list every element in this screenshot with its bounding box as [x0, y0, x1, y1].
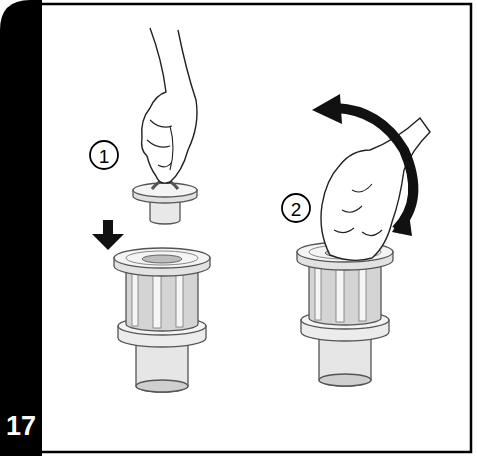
callout-number: 2: [291, 200, 302, 219]
step-number: 17: [6, 413, 36, 440]
callout-number: 1: [99, 147, 110, 166]
